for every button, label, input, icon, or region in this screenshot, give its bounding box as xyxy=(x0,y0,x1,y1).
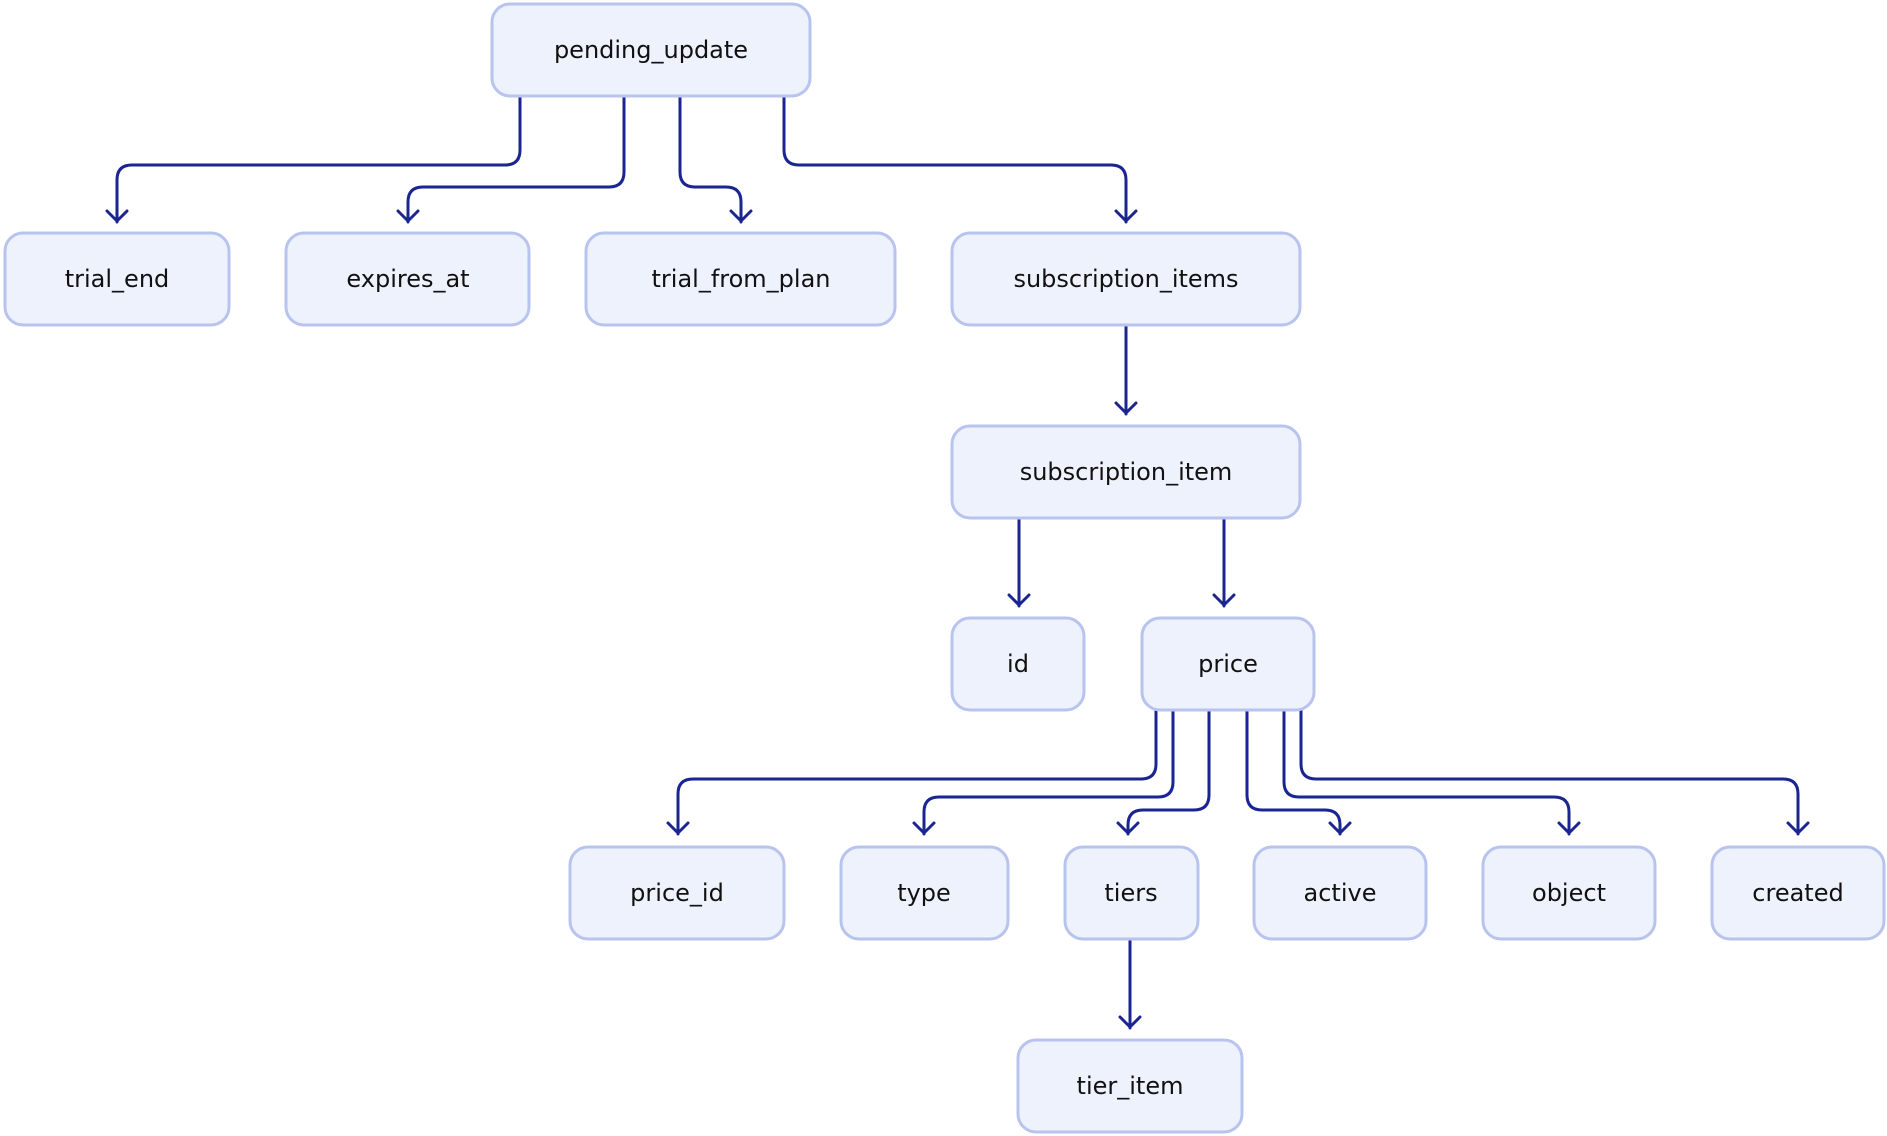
edge-price-object xyxy=(1282,708,1571,836)
node-label-price_id: price_id xyxy=(630,879,724,907)
node-id[interactable]: id xyxy=(950,616,1086,712)
node-label-id: id xyxy=(1007,650,1029,678)
node-label-tier_item: tier_item xyxy=(1077,1072,1184,1100)
arrowhead-icon xyxy=(396,209,420,223)
arrowhead-icon xyxy=(1114,401,1138,415)
edge-price-active xyxy=(1245,708,1342,836)
arrowhead-icon xyxy=(1007,593,1031,607)
node-created[interactable]: created xyxy=(1710,845,1886,941)
node-label-type: type xyxy=(897,879,951,907)
node-label-object: object xyxy=(1532,879,1606,907)
node-label-trial_from_plan: trial_from_plan xyxy=(652,265,831,293)
node-trial_end[interactable]: trial_end xyxy=(3,231,231,327)
edge-pending_update-trial_from_plan xyxy=(678,94,743,224)
edge-price-tiers xyxy=(1126,708,1211,836)
node-label-trial_end: trial_end xyxy=(65,265,170,293)
node-tiers[interactable]: tiers xyxy=(1063,845,1200,941)
edge-price-type xyxy=(922,708,1175,836)
node-subscription_item[interactable]: subscription_item xyxy=(950,424,1302,520)
node-label-subscription_items: subscription_items xyxy=(1013,265,1238,293)
arrowhead-icon xyxy=(105,209,129,223)
arrowhead-icon xyxy=(729,209,753,223)
node-pending_update[interactable]: pending_update xyxy=(490,2,812,98)
nodes: pending_update trial_end expires_at tria… xyxy=(3,2,1886,1134)
arrowhead-icon xyxy=(1212,593,1236,607)
node-object[interactable]: object xyxy=(1481,845,1657,941)
node-label-created: created xyxy=(1752,879,1843,907)
arrowhead-icon xyxy=(912,821,936,835)
node-type[interactable]: type xyxy=(839,845,1010,941)
arrowhead-icon xyxy=(1786,821,1810,835)
edge-pending_update-expires_at xyxy=(406,94,626,224)
node-label-price: price xyxy=(1198,650,1258,678)
node-subscription_items[interactable]: subscription_items xyxy=(950,231,1302,327)
node-price_id[interactable]: price_id xyxy=(568,845,786,941)
arrowhead-icon xyxy=(1328,821,1352,835)
node-trial_from_plan[interactable]: trial_from_plan xyxy=(584,231,897,327)
node-tier_item[interactable]: tier_item xyxy=(1016,1038,1244,1134)
node-label-subscription_item: subscription_item xyxy=(1020,458,1233,486)
node-price[interactable]: price xyxy=(1140,616,1316,712)
arrowhead-icon xyxy=(666,821,690,835)
arrowhead-icon xyxy=(1116,821,1140,835)
arrowhead-icon xyxy=(1118,1015,1142,1029)
edge-pending_update-trial_end xyxy=(115,94,522,224)
node-active[interactable]: active xyxy=(1252,845,1428,941)
arrowhead-icon xyxy=(1114,209,1138,223)
node-label-expires_at: expires_at xyxy=(346,265,469,293)
node-label-tiers: tiers xyxy=(1104,879,1157,907)
node-label-active: active xyxy=(1304,879,1377,907)
arrowhead-icon xyxy=(1557,821,1581,835)
node-expires_at[interactable]: expires_at xyxy=(284,231,531,327)
edge-pending_update-subscription_items xyxy=(782,94,1128,224)
edges xyxy=(105,94,1810,1030)
node-label-pending_update: pending_update xyxy=(554,36,748,64)
edge-price-price_id xyxy=(676,708,1158,836)
edge-price-created xyxy=(1299,708,1800,836)
